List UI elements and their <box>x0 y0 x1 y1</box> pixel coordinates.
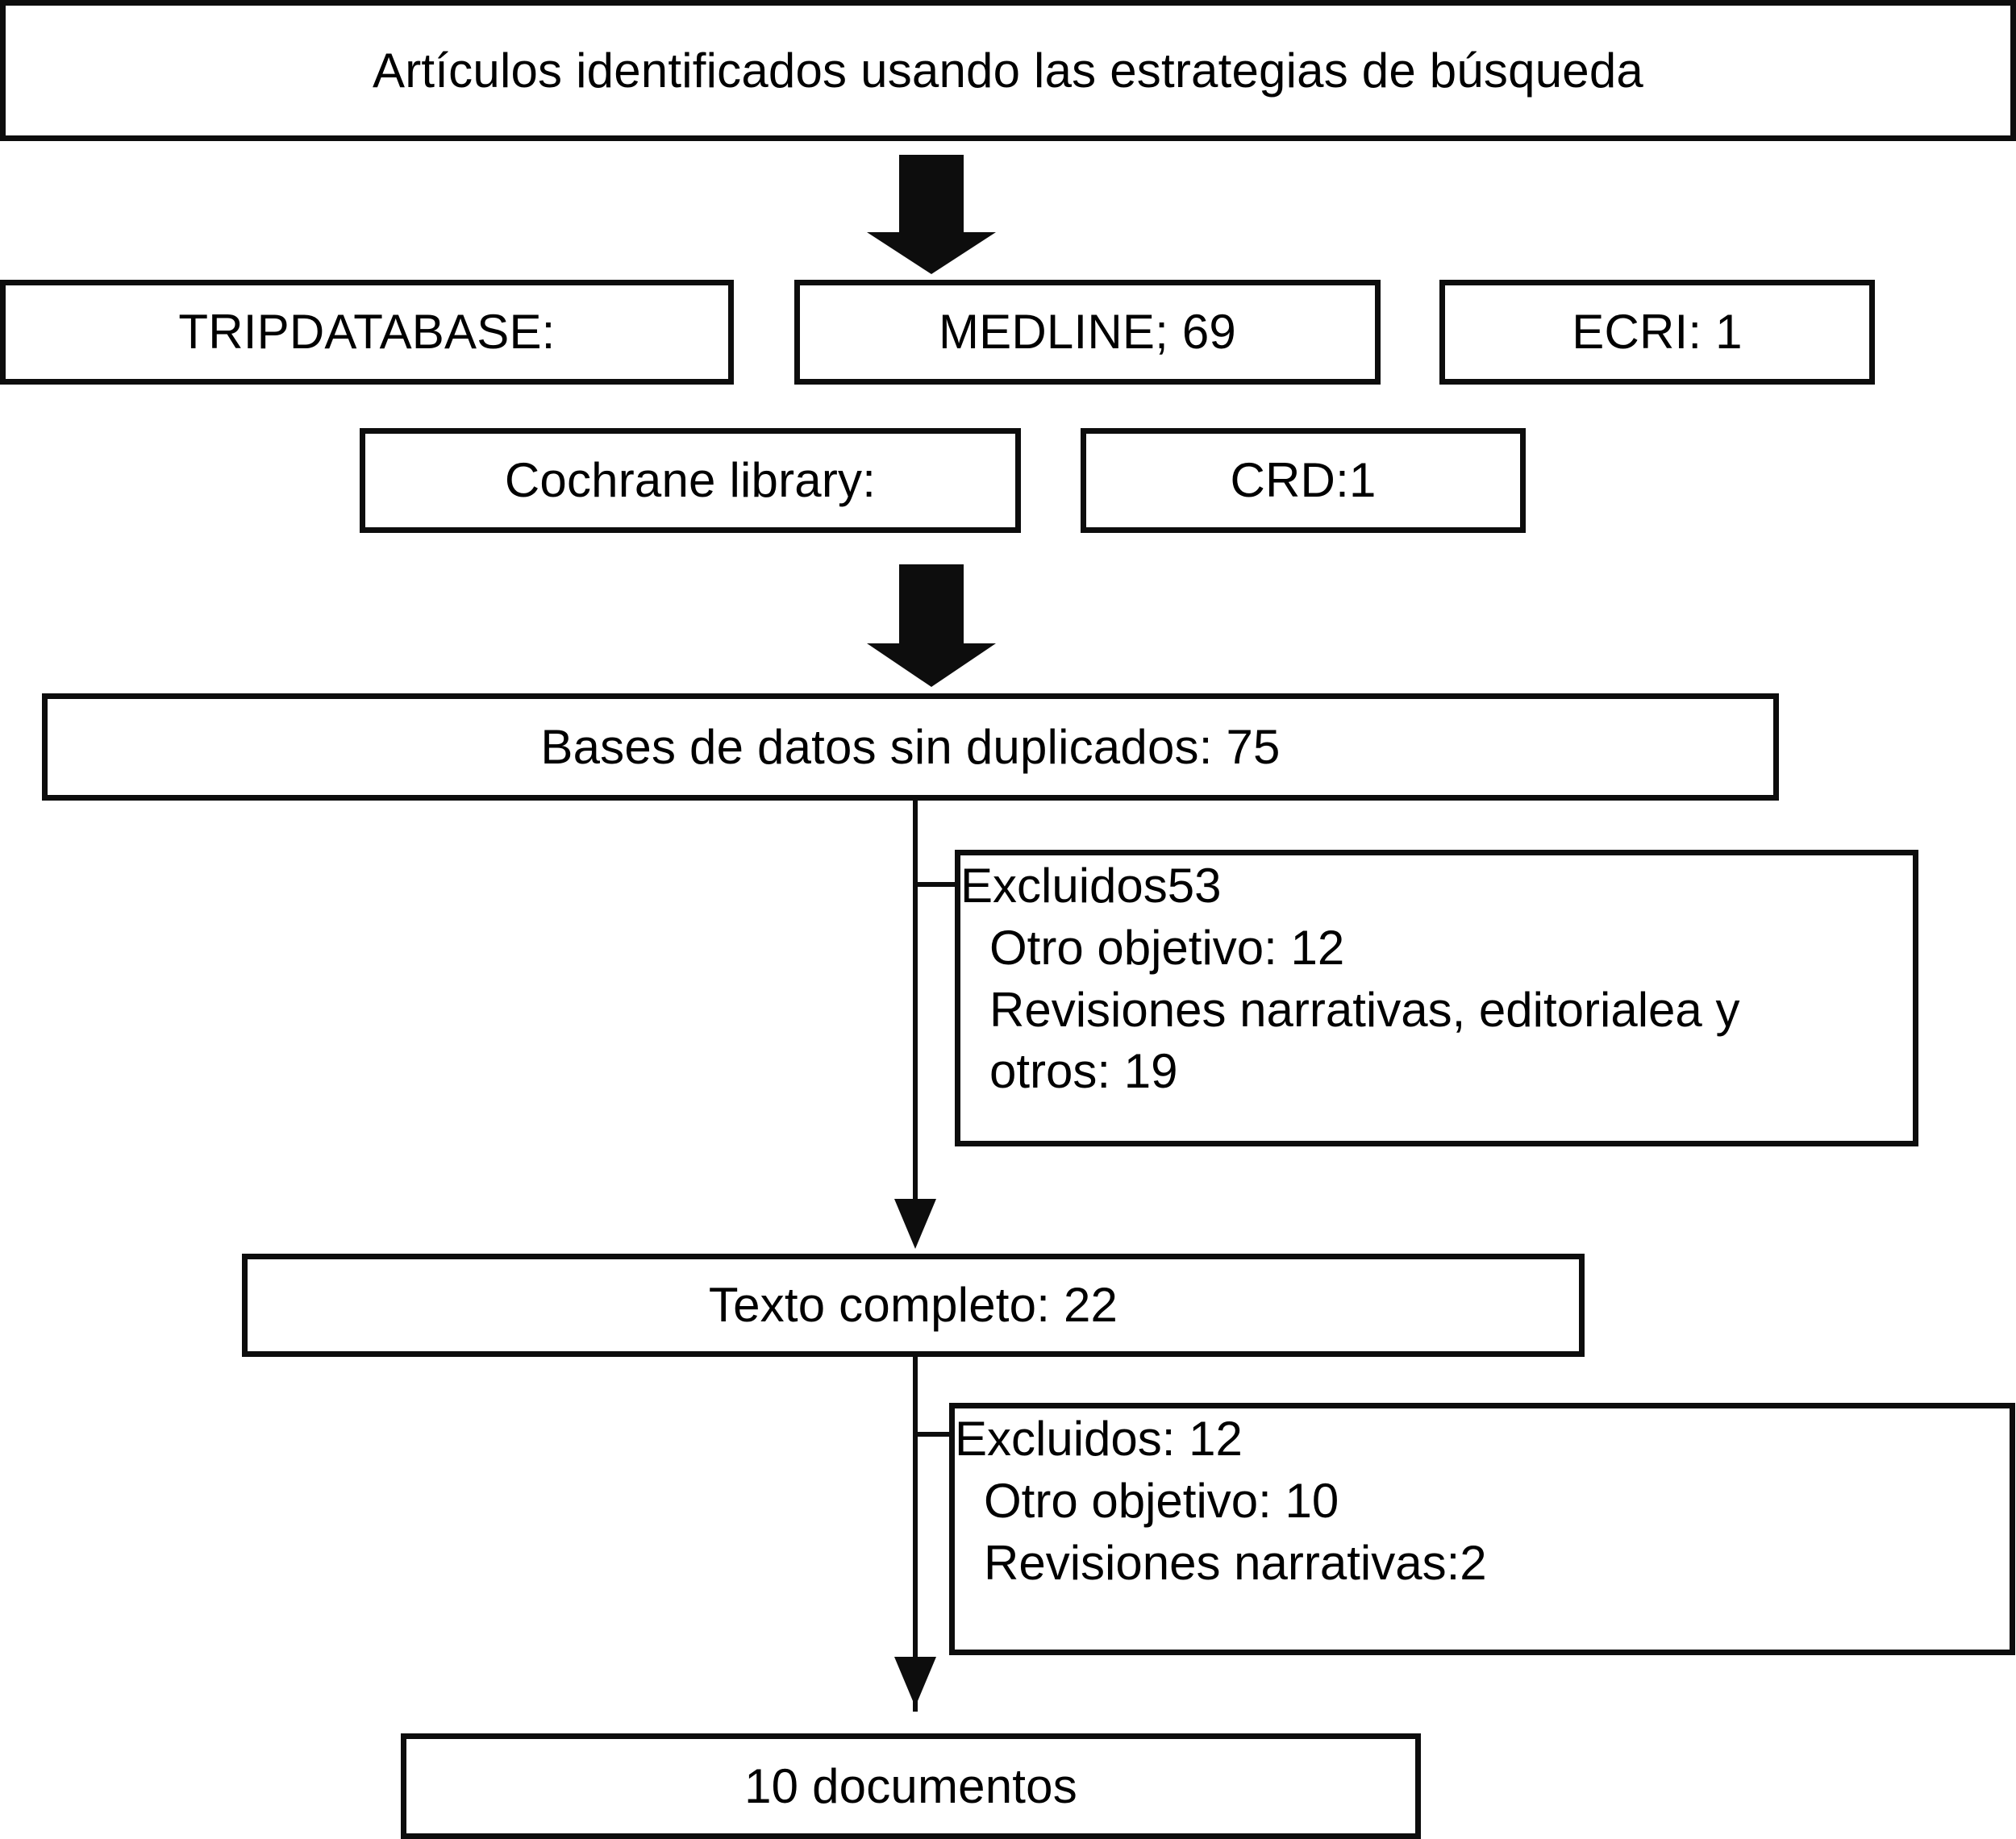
node-ecri-label: ECRI: 1 <box>1572 305 1743 360</box>
node-cochrane-library-label: Cochrane library: <box>504 453 877 508</box>
node-documentos-incluidos: 10 documentos <box>401 1733 1421 1839</box>
node-medline-label: MEDLINE; 69 <box>939 305 1236 360</box>
excluidos-1-line-2: Otro objetivo: 12 <box>989 920 1345 975</box>
node-bases-de-datos-label: Bases de datos sin duplicados: 75 <box>540 719 1281 774</box>
excluidos-2-line-2: Otro objetivo: 10 <box>984 1473 1339 1528</box>
node-cochrane-library: Cochrane library: <box>360 428 1021 533</box>
arrowhead-to-documentos-icon <box>894 1657 936 1707</box>
node-excluidos-primera-fase-label: Excluidos53 Otro objetivo: 12 Revisiones… <box>960 855 1739 1103</box>
excluidos-1-line-1: Excluidos53 <box>960 859 1222 913</box>
excluidos-2-line-3: Revisiones narrativas:2 <box>984 1535 1487 1590</box>
node-documentos-incluidos-label: 10 documentos <box>744 1758 1077 1813</box>
block-arrow-down-icon-2 <box>867 564 996 687</box>
node-excluidos-primera-fase: Excluidos53 Otro objetivo: 12 Revisiones… <box>955 850 1918 1146</box>
connector-branch-excluidos-1 <box>913 882 960 887</box>
node-tripdatabase: TRIPDATABASE: <box>0 280 734 385</box>
node-excluidos-segunda-fase-label: Excluidos: 12 Otro objetivo: 10 Revision… <box>955 1408 1487 1594</box>
node-articulos-identificados-label: Artículos identificados usando las estra… <box>373 43 1643 98</box>
excluidos-2-line-1: Excluidos: 12 <box>955 1412 1243 1466</box>
node-texto-completo-label: Texto completo: 22 <box>708 1278 1118 1333</box>
node-crd-label: CRD:1 <box>1230 453 1377 508</box>
arrowhead-to-texto-icon <box>894 1199 936 1249</box>
node-crd: CRD:1 <box>1081 428 1526 533</box>
node-texto-completo: Texto completo: 22 <box>242 1254 1585 1357</box>
excluidos-1-line-3: Revisiones narrativas, editorialea y <box>989 982 1740 1037</box>
node-tripdatabase-label: TRIPDATABASE: <box>178 305 556 360</box>
connector-texto-to-documentos <box>913 1357 918 1712</box>
excluidos-1-line-4: otros: 19 <box>989 1044 1178 1099</box>
node-ecri: ECRI: 1 <box>1439 280 1875 385</box>
node-excluidos-segunda-fase: Excluidos: 12 Otro objetivo: 10 Revision… <box>949 1403 2015 1655</box>
connector-bases-to-texto <box>913 801 918 1225</box>
node-medline: MEDLINE; 69 <box>794 280 1381 385</box>
node-bases-de-datos: Bases de datos sin duplicados: 75 <box>42 693 1779 801</box>
node-articulos-identificados: Artículos identificados usando las estra… <box>0 0 2016 141</box>
block-arrow-down-icon-1 <box>867 155 996 274</box>
connector-branch-excluidos-2 <box>913 1432 953 1437</box>
